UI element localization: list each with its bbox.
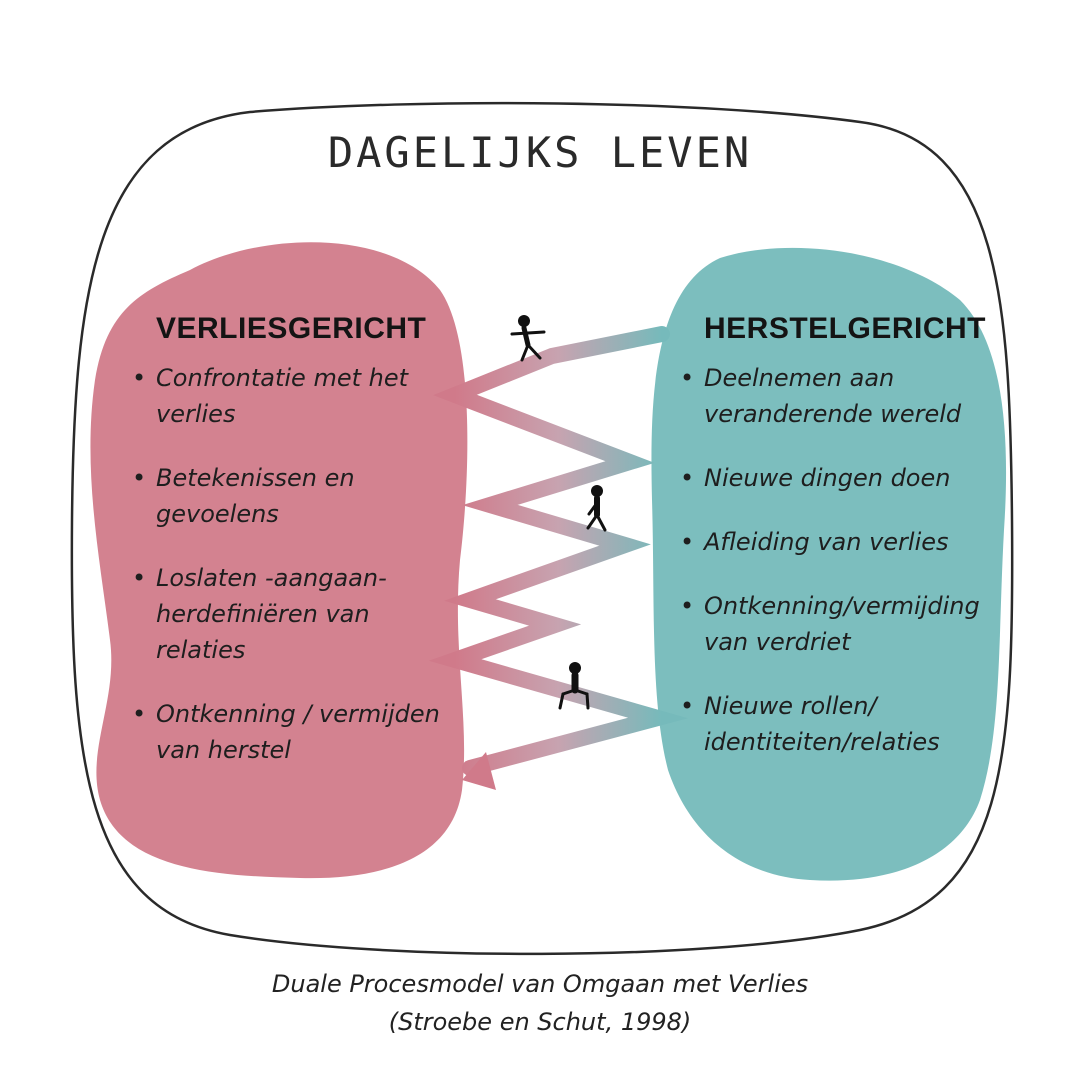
list-item: Confrontatie met het verlies bbox=[132, 360, 452, 432]
restoration-oriented-panel: HERSTELGERICHT Deelnemen aan veranderend… bbox=[680, 312, 1010, 788]
crouching-figure-icon bbox=[558, 662, 590, 710]
restoration-oriented-list: Deelnemen aan veranderende wereld Nieuwe… bbox=[680, 360, 1010, 760]
list-item: Deelnemen aan veranderende wereld bbox=[680, 360, 1010, 432]
list-item: Afleiding van verlies bbox=[680, 524, 1010, 560]
list-item: Loslaten -aangaan-herdefiniëren van rela… bbox=[132, 560, 452, 668]
loss-oriented-heading: VERLIESGERICHT bbox=[156, 312, 427, 345]
restoration-oriented-heading: HERSTELGERICHT bbox=[704, 312, 987, 345]
oscillation-path bbox=[428, 326, 689, 776]
arrowhead-icon bbox=[462, 752, 496, 790]
walking-figure-icon bbox=[510, 315, 546, 362]
list-item: Nieuwe rollen/ identiteiten/relaties bbox=[680, 688, 1010, 760]
list-item: Ontkenning/vermijding van verdriet bbox=[680, 588, 1010, 660]
daily-life-frame bbox=[70, 101, 1014, 956]
caption-citation: (Stroebe en Schut, 1998) bbox=[388, 1008, 692, 1036]
loss-oriented-list: Confrontatie met het verlies Betekenisse… bbox=[132, 360, 452, 768]
list-item: Ontkenning / vermijden van herstel bbox=[132, 696, 452, 768]
list-item: Nieuwe dingen doen bbox=[680, 460, 1010, 496]
walking-figure-icon bbox=[586, 485, 607, 532]
loss-oriented-panel: VERLIESGERICHT Confrontatie met het verl… bbox=[132, 312, 452, 796]
caption-title: Duale Procesmodel van Omgaan met Verlies bbox=[271, 970, 809, 998]
page-title: DAGELIJKS LEVEN bbox=[327, 128, 753, 177]
list-item: Betekenissen en gevoelens bbox=[132, 460, 452, 532]
